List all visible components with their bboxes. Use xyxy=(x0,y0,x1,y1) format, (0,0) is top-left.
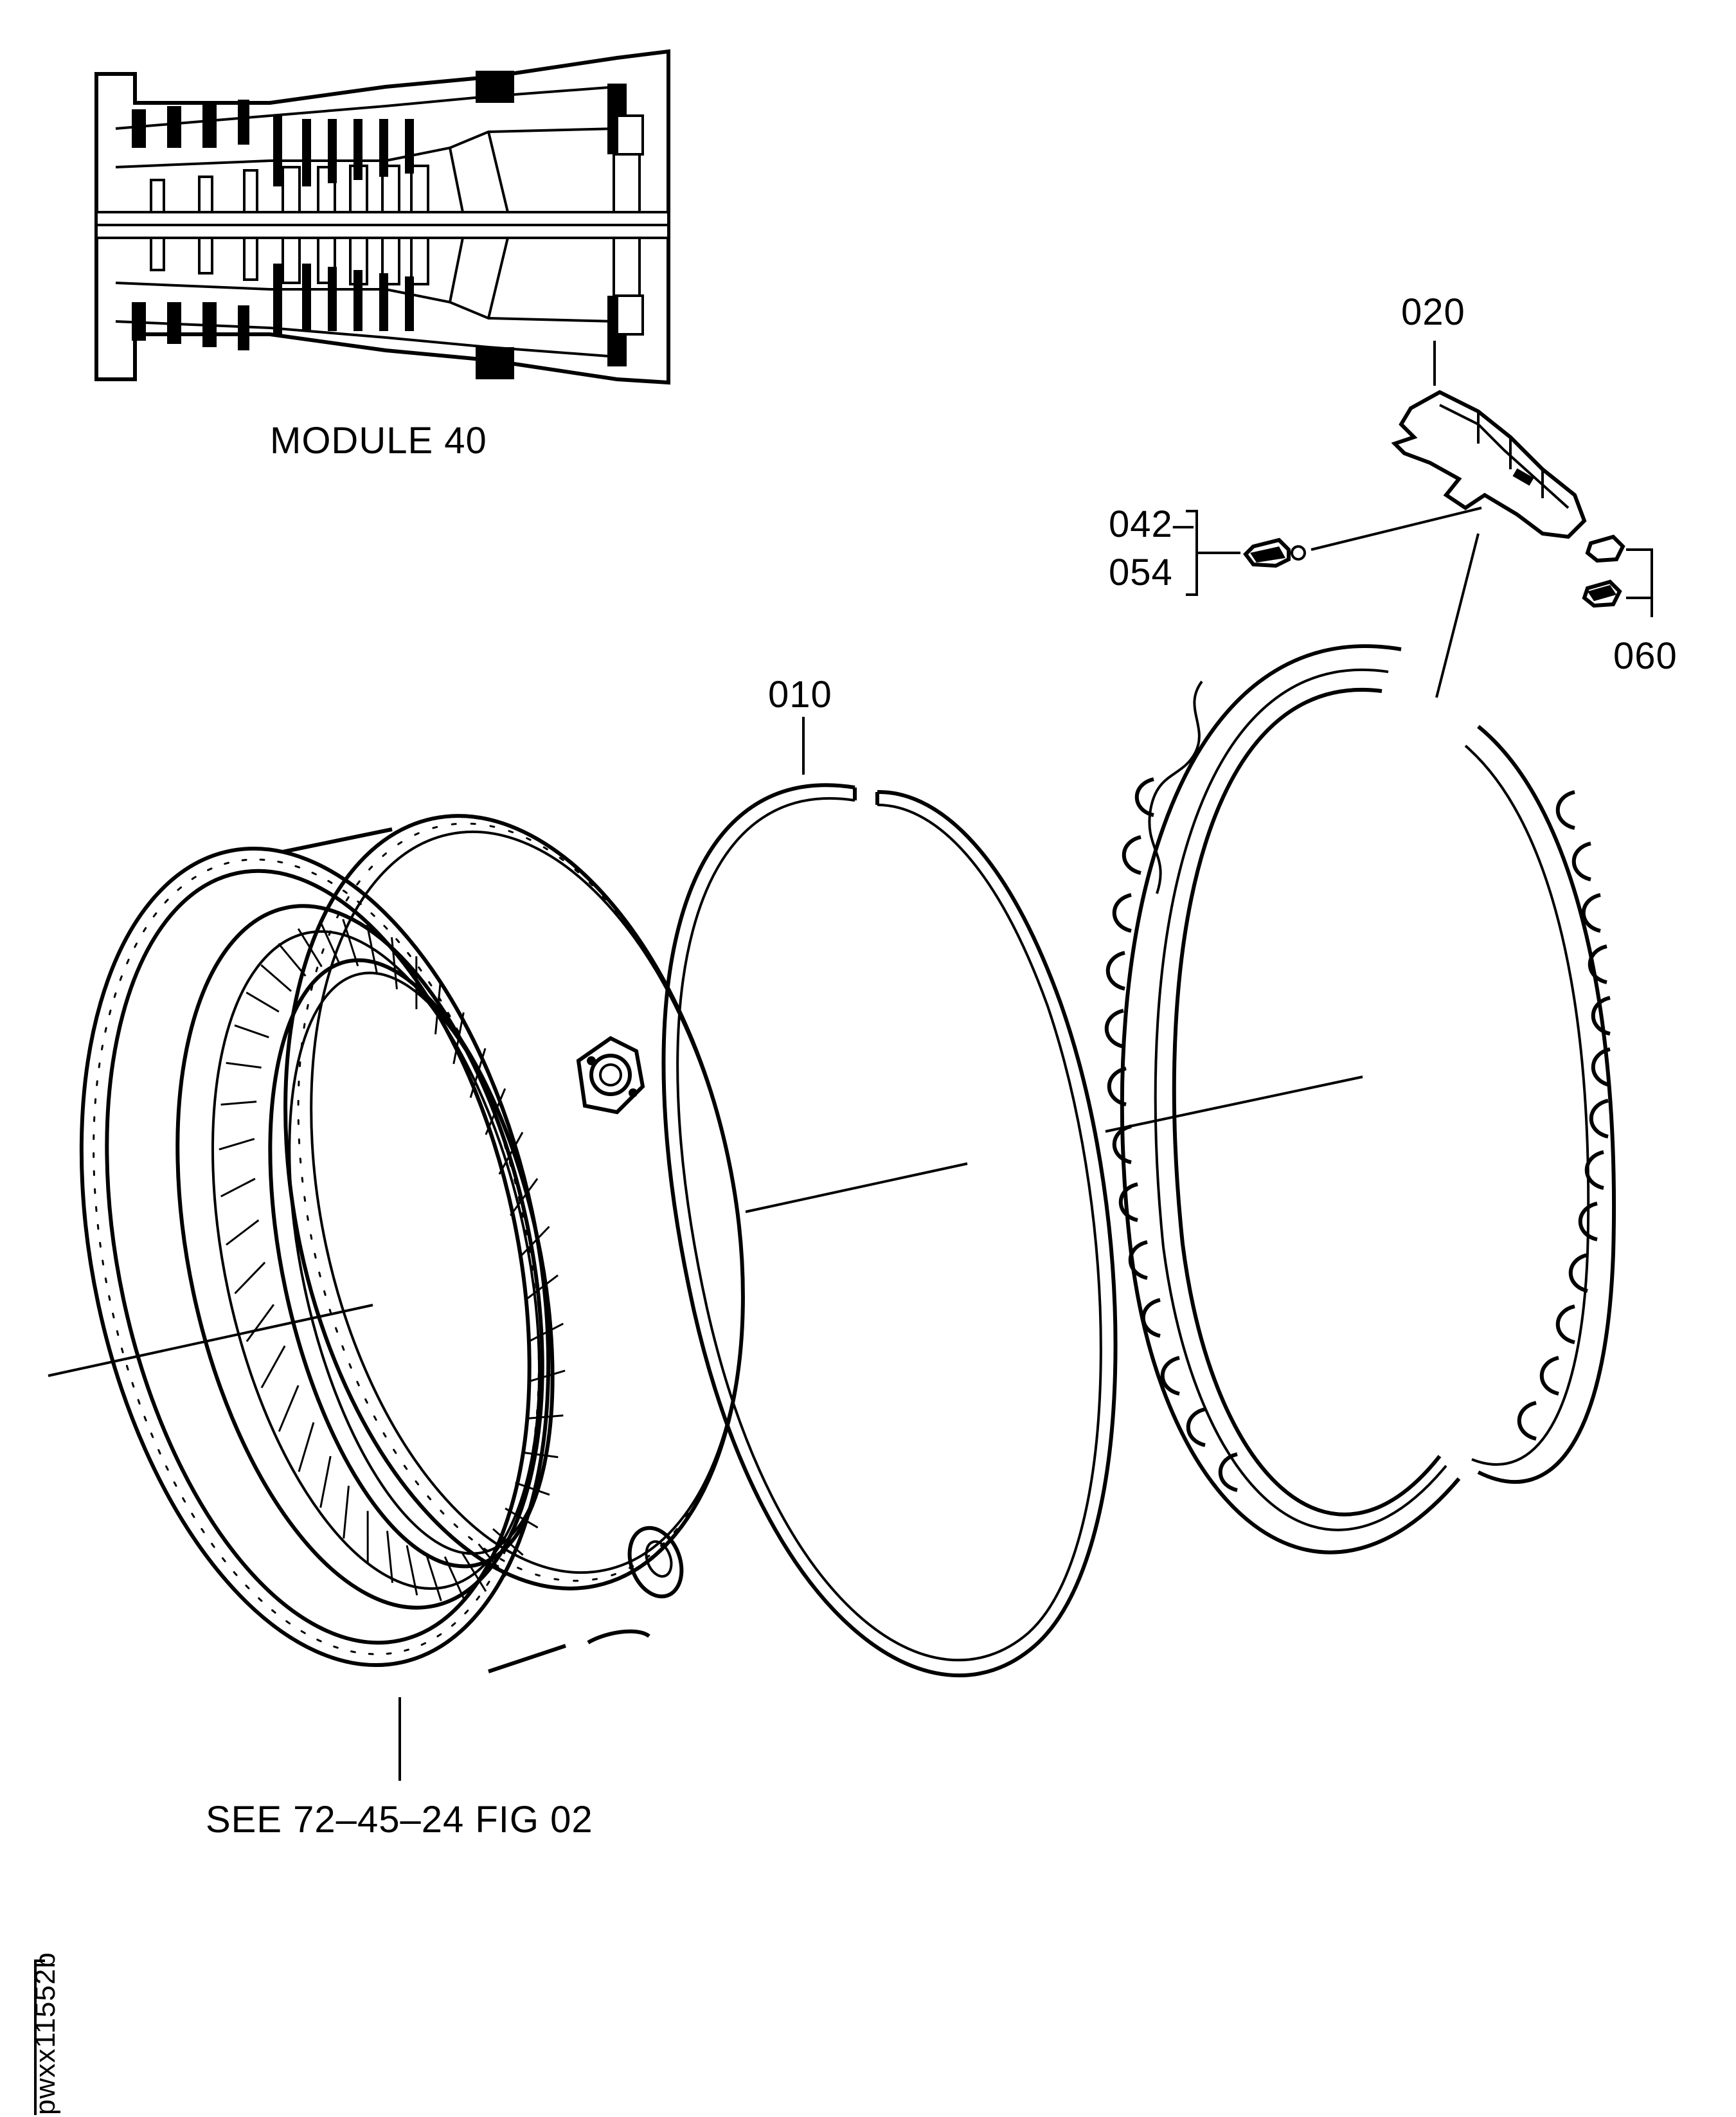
callout-042: 042– xyxy=(1109,503,1194,545)
vane-line xyxy=(518,1225,550,1259)
case-lower-ports xyxy=(587,1526,684,1644)
ring-scallop xyxy=(1141,1298,1161,1338)
see-reference-label: SEE 72–45–24 FIG 02 xyxy=(206,1799,593,1841)
ring-scallop xyxy=(1578,1202,1598,1241)
ring-scallops xyxy=(1104,777,1611,1492)
ring-scallop xyxy=(1118,1182,1138,1222)
seal-ring-axis-line xyxy=(745,1162,968,1213)
ring-scallop xyxy=(1128,1240,1148,1280)
ring-scallop xyxy=(1112,893,1132,933)
vane-line xyxy=(505,1508,539,1529)
vane-line xyxy=(260,1345,286,1389)
vane-line xyxy=(461,1553,487,1592)
ring-scallop xyxy=(1591,1047,1611,1087)
ring-scallop xyxy=(1555,1304,1575,1344)
vane-line xyxy=(343,1486,350,1539)
ring-scallop xyxy=(1186,1407,1206,1447)
bracket-042-054 xyxy=(1186,510,1240,596)
vane-line xyxy=(523,1451,559,1459)
pad-parts-060 xyxy=(1582,534,1625,608)
ring-segment-leader xyxy=(1435,533,1480,698)
vane-line xyxy=(485,1088,506,1135)
vane-line xyxy=(509,1178,539,1216)
vane-segments xyxy=(219,919,566,1601)
segmented-support-ring xyxy=(1104,644,1616,1554)
vane-line xyxy=(527,1414,564,1419)
ring-scallop xyxy=(1588,944,1607,984)
vane-line xyxy=(443,1556,465,1600)
vane-line xyxy=(234,1261,266,1295)
ring-scallop xyxy=(1584,1150,1604,1190)
upper-disk-row xyxy=(150,131,641,213)
vane-line xyxy=(278,942,307,977)
ring-scallop xyxy=(1555,790,1575,830)
vane-line xyxy=(524,1274,559,1301)
upper-blade-row xyxy=(132,71,644,186)
ring-scallop xyxy=(1589,1099,1609,1139)
vane-line xyxy=(498,1131,524,1175)
vane-line xyxy=(469,1048,487,1098)
vane-line xyxy=(278,1385,300,1432)
vane-line xyxy=(406,1545,418,1596)
vane-line xyxy=(226,1219,260,1246)
vane-line xyxy=(515,1481,550,1496)
ring-scallop xyxy=(1160,1356,1180,1396)
ring-scallop xyxy=(1104,1009,1124,1049)
callout-010: 010 xyxy=(768,674,832,716)
ring-segment-part-020 xyxy=(1391,390,1587,539)
vane-line xyxy=(319,920,341,964)
vane-line xyxy=(234,1024,269,1039)
callout-054: 054 xyxy=(1109,552,1173,593)
ring-scallop xyxy=(1539,1356,1559,1396)
vane-line xyxy=(492,1528,524,1556)
vane-line xyxy=(298,1422,315,1472)
vane-line xyxy=(219,1138,255,1151)
vane-line xyxy=(260,964,292,992)
ring-scallop xyxy=(1591,996,1611,1036)
vane-line xyxy=(319,1455,332,1508)
module-40-inset-illustration xyxy=(94,49,670,385)
vane-line xyxy=(434,981,442,1034)
vane-line xyxy=(391,937,398,989)
case-boss-fitting xyxy=(576,1036,645,1115)
retainer-part-042-054 xyxy=(1243,537,1306,568)
callout-042-leader xyxy=(1311,507,1482,551)
vane-line xyxy=(246,1304,275,1342)
ring-scallop xyxy=(1107,1067,1127,1106)
vane-line xyxy=(528,1322,564,1342)
callout-020: 020 xyxy=(1401,291,1465,333)
ring-scallop xyxy=(1105,951,1125,991)
vane-line xyxy=(220,1178,256,1198)
lower-blade-row xyxy=(132,264,644,379)
ring-scallop xyxy=(1571,842,1591,881)
ring-scallop xyxy=(1218,1452,1238,1492)
module-40-caption: MODULE 40 xyxy=(270,420,487,462)
vane-line xyxy=(529,1369,566,1382)
callout-060: 060 xyxy=(1613,635,1678,677)
ring-scallop xyxy=(1581,893,1601,933)
drawing-id-block: pwxx11552b xyxy=(30,1952,61,2115)
vane-line xyxy=(386,1531,393,1583)
ring-axis-line xyxy=(1105,1076,1363,1133)
vane-line xyxy=(226,1061,262,1069)
lower-disk-row xyxy=(150,237,641,319)
ring-scallop xyxy=(1122,835,1141,875)
ring-scallop xyxy=(1568,1253,1588,1293)
ring-scallop xyxy=(1517,1401,1537,1441)
vane-line xyxy=(425,1553,442,1601)
vane-line xyxy=(220,1101,257,1106)
vane-line xyxy=(452,1012,465,1065)
vane-line xyxy=(246,991,280,1013)
split-seal-ring-010 xyxy=(661,783,1118,1678)
bracket-060 xyxy=(1626,548,1653,617)
vane-line xyxy=(366,924,379,975)
turbine-case-assembly xyxy=(79,814,745,1673)
case-axis-line xyxy=(48,1304,373,1377)
ring-scallop xyxy=(1134,777,1154,817)
